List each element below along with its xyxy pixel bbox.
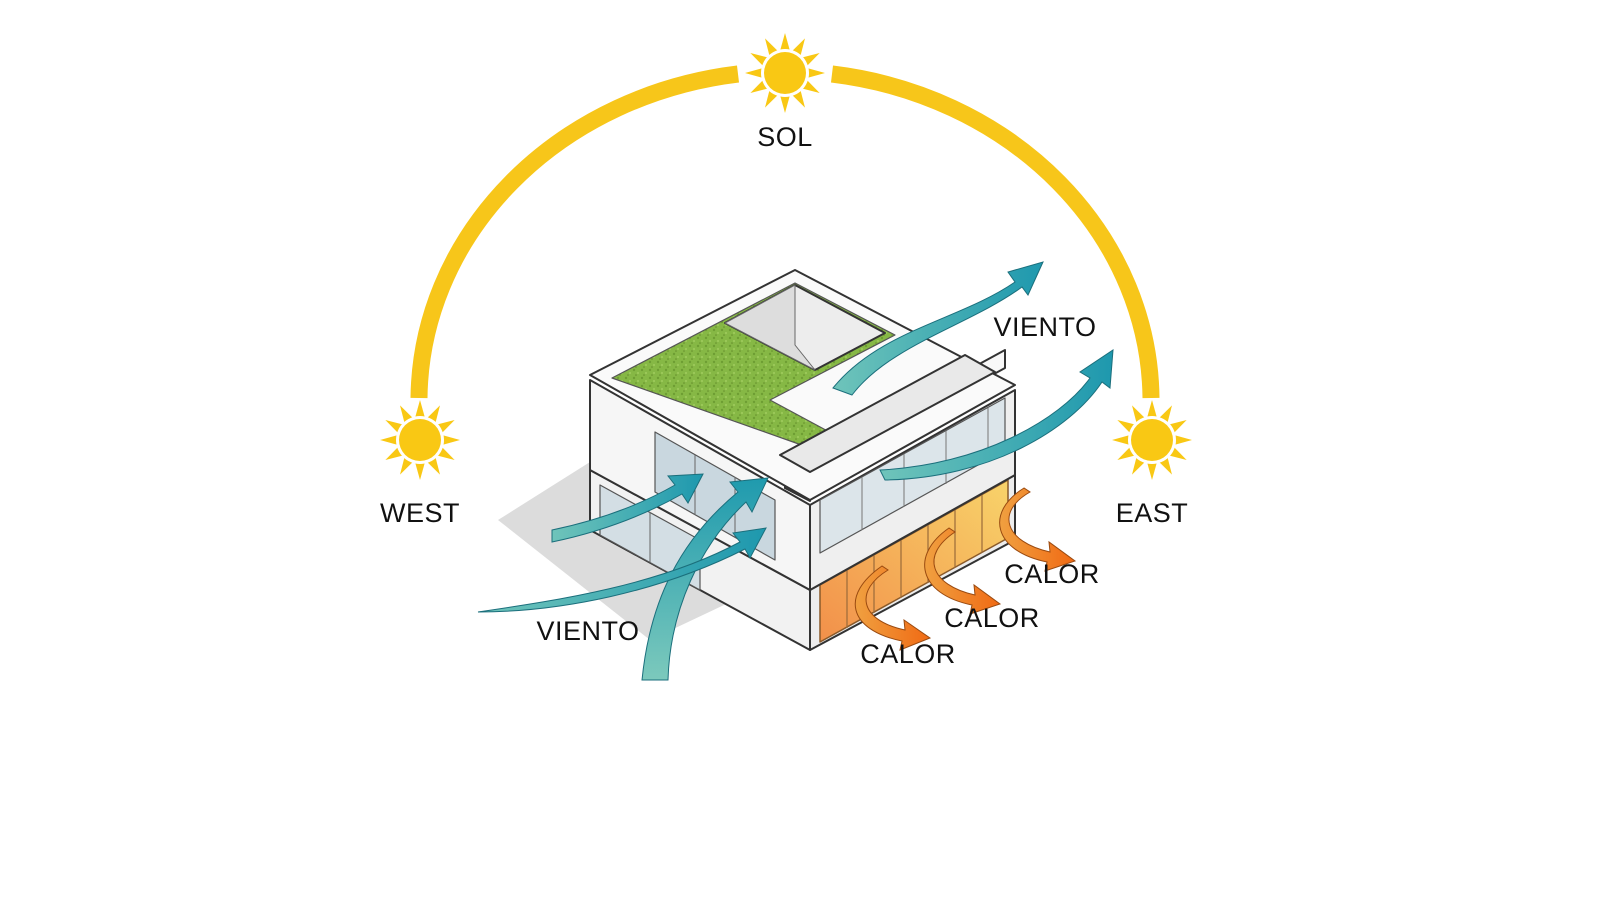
- sun-icon: [745, 33, 825, 113]
- viento-label: VIENTO: [536, 616, 639, 646]
- sol-label: SOL: [757, 122, 813, 152]
- heat-arrow: [924, 527, 1002, 615]
- sun-path-arc: [410, 65, 740, 399]
- wind-arrow: [641, 477, 769, 681]
- sun-icon: [380, 400, 460, 480]
- east-label: EAST: [1116, 498, 1189, 528]
- wind-arrow: [879, 349, 1114, 481]
- roof-terrace: [779, 354, 996, 473]
- calor-label: CALOR: [944, 603, 1040, 633]
- wind-arrow: [551, 473, 704, 543]
- heat-arrow: [854, 565, 932, 651]
- heat-arrow: [999, 487, 1077, 572]
- calor-label: CALOR: [860, 639, 956, 669]
- sun-icon: [1112, 400, 1192, 480]
- calor-label: CALOR: [1004, 559, 1100, 589]
- viento-label: VIENTO: [993, 312, 1096, 342]
- sun-path-arc-right: [830, 65, 1160, 399]
- west-label: WEST: [380, 498, 460, 528]
- wind-arrow: [832, 261, 1044, 396]
- wind-arrow: [477, 527, 767, 613]
